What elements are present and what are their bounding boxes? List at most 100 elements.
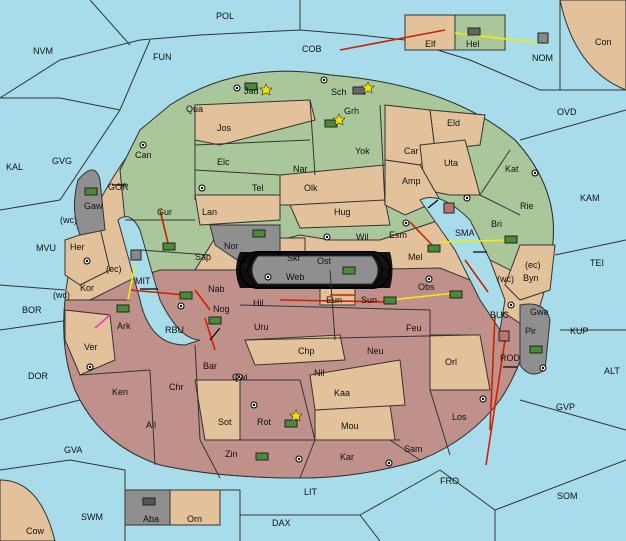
label-orl: Orl <box>445 357 457 367</box>
label-rod: ROD <box>500 353 521 363</box>
label-kal: KAL <box>6 162 23 172</box>
capsule-border <box>239 251 391 289</box>
label-byn: Byn <box>523 273 539 283</box>
label-hel: Hel <box>466 39 480 49</box>
label-dax: DAX <box>272 518 291 528</box>
label-grh: Grh <box>344 106 359 116</box>
label-web: Web <box>286 272 304 282</box>
territory-ver <box>64 309 116 376</box>
label-mit: MIT <box>135 276 151 286</box>
label-chr: Chr <box>169 382 184 392</box>
label-alt: ALT <box>604 366 620 376</box>
label-sch: Sch <box>331 87 347 97</box>
label-zin: Zin <box>225 449 238 459</box>
label-bar: Bar <box>203 361 217 371</box>
label-tei: TEI <box>590 258 604 268</box>
label-nil: Nil <box>314 368 325 378</box>
label-bor: BOR <box>22 305 42 315</box>
label-sot: Sot <box>218 417 232 427</box>
label-kor: Kor <box>80 283 94 293</box>
territory-hug <box>289 199 391 229</box>
label-mel: Mel <box>408 252 423 262</box>
label-nog: Nog <box>213 304 230 314</box>
label-yok: Yok <box>355 146 370 156</box>
label-nvm: NVM <box>33 46 53 56</box>
label-jad: Jad <box>244 86 259 96</box>
label-chp: Chp <box>298 346 315 356</box>
label-swm: SWM <box>81 512 103 522</box>
label-uru: Uru <box>254 322 269 332</box>
label-wil: Wil <box>356 232 369 242</box>
label-aba: Aba <box>143 514 159 524</box>
label-gor: GOR <box>108 182 129 192</box>
label-obs: Obs <box>418 282 435 292</box>
territory-web-inner <box>251 255 379 285</box>
sea-sma <box>419 197 506 332</box>
label-ost: Ost <box>317 256 332 266</box>
label-kaa: Kaa <box>334 388 350 398</box>
label-kup: KUP <box>570 326 589 336</box>
label-kat: Kat <box>505 164 519 174</box>
label-ken: Ken <box>112 387 128 397</box>
label-pol: POL <box>216 11 234 21</box>
label-con: Con <box>595 37 612 47</box>
label-dor: DOR <box>28 371 49 381</box>
label-som: SOM <box>557 491 578 501</box>
label-gur: Gur <box>157 207 172 217</box>
sea-mit <box>117 216 201 346</box>
label-uta: Uta <box>444 158 458 168</box>
home-center-stars <box>259 81 375 422</box>
convoy-order <box>94 314 111 329</box>
label-eun: Eun <box>326 295 342 305</box>
label-nab: Nab <box>208 284 225 294</box>
label-eld: Eld <box>447 118 460 128</box>
label-amp: Amp <box>402 176 421 186</box>
label-los: Los <box>452 412 467 422</box>
label-qwi: Qwi <box>232 372 248 382</box>
label-nom: NOM <box>532 53 553 63</box>
label-wc1: (wc) <box>60 215 77 225</box>
label-gwa: Gwa <box>530 307 549 317</box>
territory-orl <box>429 334 491 391</box>
label-ec2: (ec) <box>525 260 541 270</box>
territory-gaw <box>74 169 106 236</box>
label-rot: Rot <box>257 417 272 427</box>
label-elf: Elf <box>425 39 436 49</box>
move-orders <box>129 29 506 466</box>
supply-centers <box>83 76 547 467</box>
label-neu: Neu <box>367 346 384 356</box>
label-car: Car <box>404 146 419 156</box>
label-mvu: MVU <box>36 243 56 253</box>
label-pir: Pir <box>525 326 536 336</box>
label-qua: Qua <box>186 104 203 114</box>
map-labels: POL NVM FUN COB Con NOM Elf Hel OVD KAL … <box>6 11 620 536</box>
label-hil: Hil <box>253 298 264 308</box>
internal-borders <box>65 99 521 479</box>
territory-chp <box>244 334 346 366</box>
label-rbu: RBU <box>165 325 184 335</box>
label-kar: Kar <box>340 452 354 462</box>
territory-byn <box>504 244 556 301</box>
label-mou: Mou <box>341 421 359 431</box>
territory-kaa <box>309 359 406 411</box>
label-fro: FRO <box>440 476 459 486</box>
label-hug: Hug <box>334 207 351 217</box>
label-cow: Cow <box>26 526 45 536</box>
label-orn: Orn <box>187 514 202 524</box>
label-ark: Ark <box>117 321 131 331</box>
label-lit: LIT <box>304 487 318 497</box>
label-jos: Jos <box>217 123 232 133</box>
label-buc: BUC <box>490 310 510 320</box>
label-gvp: GVP <box>556 402 575 412</box>
label-can: Can <box>135 150 152 160</box>
label-feu: Feu <box>406 323 422 333</box>
label-sun: Sun <box>361 295 377 305</box>
label-bri: Bri <box>491 219 502 229</box>
label-sap: Sap <box>195 252 211 262</box>
label-olk: Olk <box>304 183 318 193</box>
territory-aba <box>124 489 171 526</box>
label-nar: Nar <box>293 164 308 174</box>
label-ver: Ver <box>84 342 98 352</box>
territory-con <box>559 0 626 91</box>
